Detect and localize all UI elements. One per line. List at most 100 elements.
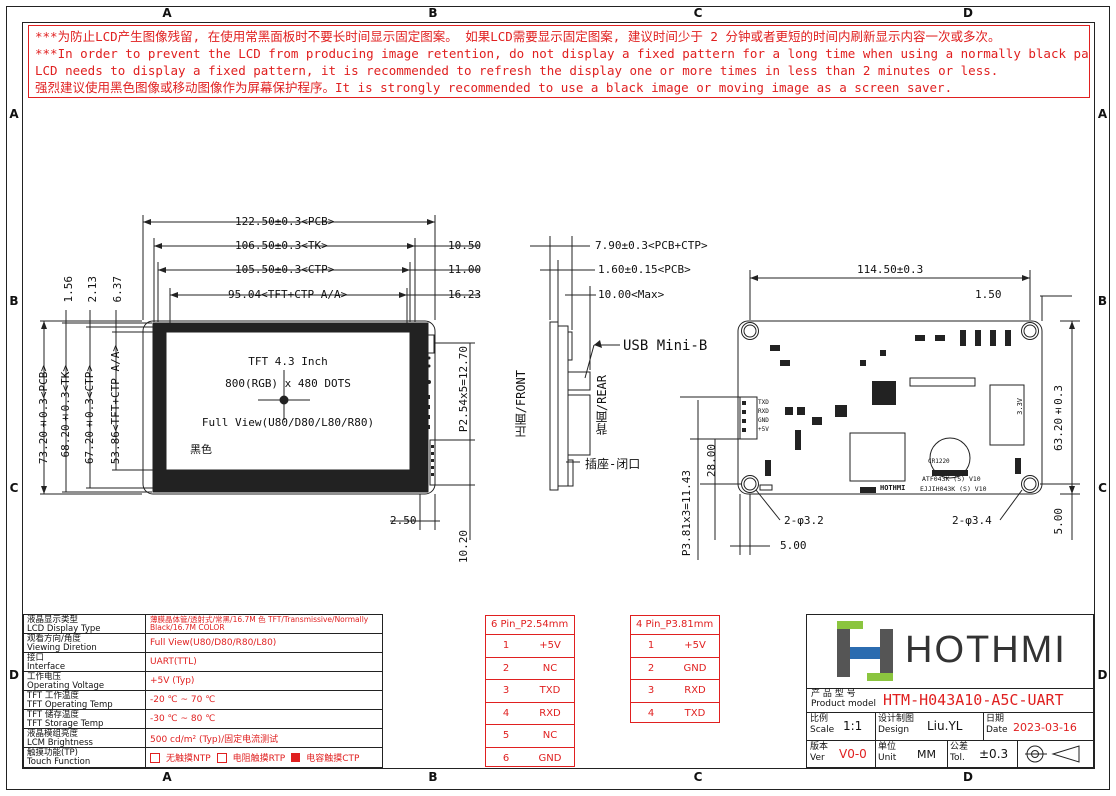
coin-battery	[929, 437, 971, 479]
dim-front-ctp-height: 67.20±0.3<CTP>	[83, 365, 96, 465]
dim-front-2-50: 2.50	[390, 514, 417, 527]
unit-label-cn: 单位	[878, 742, 897, 752]
zone-right-b: B	[1097, 294, 1108, 308]
usb-mini-b-label: USB Mini-B	[623, 338, 708, 354]
silkscreen-line-2: EJJIH043K (S) V10	[920, 485, 987, 493]
rear-cap-label: 3.3V	[1016, 398, 1024, 415]
rear-brand-label: HOTHMI	[880, 484, 906, 492]
front-view-label: 正面/FRONT	[514, 370, 528, 438]
drawing-canvas	[40, 215, 1080, 560]
logo-area: HOTHMI	[807, 615, 1093, 689]
zone-right-a: A	[1097, 107, 1108, 121]
zone-left-a: A	[9, 107, 19, 121]
tol-label-en: Tol.	[950, 753, 965, 763]
warning-line-2: ***In order to prevent the LCD from prod…	[35, 46, 1090, 61]
dim-front-16-23: 16.23	[448, 288, 482, 301]
dim-front-ctp-width: 105.50±0.3<CTP>	[235, 263, 335, 276]
dim-rear-5-00-h: 5.00	[780, 539, 807, 552]
pin6-title: 6 Pin_P2.54mm	[486, 616, 574, 635]
dim-side-max: 10.00<Max>	[598, 288, 665, 301]
zone-top-c: C	[693, 6, 703, 20]
dim-front-pcb-width: 122.50±0.3<PCB>	[235, 215, 335, 228]
dim-front-2-13: 2.13	[86, 276, 99, 303]
drawing-outer-frame	[6, 6, 1110, 790]
touch-rtp-checkbox	[216, 752, 227, 763]
unit-value: MM	[917, 748, 936, 761]
zone-bottom-b: B	[428, 770, 438, 784]
dim-front-pin-pitch: P2.54x5=12.70	[457, 346, 470, 433]
zone-top-b: B	[428, 6, 438, 20]
ver-value: V0-0	[839, 747, 867, 761]
date-label-en: Date	[986, 725, 1008, 735]
title-block: HOTHMI 产 品 型 号 Product model HTM-H043A10…	[806, 614, 1094, 768]
dim-front-aa-height: 53.86<TFT+CTP A/A>	[109, 345, 122, 465]
design-label-en: Design	[878, 725, 910, 735]
tol-label-cn: 公差	[950, 742, 969, 752]
rear-pcb-outline	[737, 320, 1043, 495]
spec-row: 触摸功能(TP)Touch Function 无触摸NTP 电阻触摸RTP 电容…	[24, 748, 382, 767]
side-pcb	[549, 321, 559, 491]
touch-ctp-label: 电容触摸CTP	[306, 754, 360, 764]
scale-label-en: Scale	[810, 725, 835, 735]
dim-front-aa-width: 95.04<TFT+CTP A/A>	[228, 288, 348, 301]
dim-front-tk-width: 106.50±0.3<TK>	[235, 239, 328, 252]
dim-rear-28-00: 28.00	[705, 444, 718, 478]
front-pcb-outline	[142, 320, 436, 495]
zone-left-b: B	[9, 294, 19, 308]
touch-ctp-checkbox	[291, 753, 301, 762]
dim-front-pcb-height: 73.20±0.3<PCB>	[37, 365, 50, 465]
dim-front-10-50: 10.50	[448, 239, 482, 252]
black-color-label: 黑色	[190, 443, 212, 456]
dim-rear-5-00-v: 5.00	[1052, 508, 1065, 535]
zone-left-d: D	[9, 668, 19, 682]
ver-label-cn: 版本	[810, 742, 829, 752]
rear-uart-connector	[739, 396, 758, 440]
zone-top-d: D	[963, 6, 973, 20]
rear-view-label: 背面/REAR	[595, 375, 609, 436]
unit-label-en: Unit	[878, 753, 897, 763]
tol-value: ±0.3	[979, 747, 1009, 761]
dim-side-total: 7.90±0.3<PCB+CTP>	[595, 239, 708, 252]
design-label-cn: 设计制图	[878, 714, 915, 724]
model-label-en: Product model	[811, 699, 877, 709]
touch-rtp-label: 电阻触摸RTP	[232, 754, 286, 764]
scale-value: 1:1	[843, 719, 863, 733]
warning-line-1: ***为防止LCD产生图像残留, 在使用常黑面板时不要长时间显示固定图案。 如果…	[35, 29, 1001, 44]
dim-front-1-56: 1.56	[62, 276, 75, 303]
table-row: 1+5V	[631, 635, 719, 658]
rear-uart-pin-labels: TXD RXD GND +5V	[758, 399, 769, 433]
date-label-cn: 日期	[986, 714, 1005, 724]
zone-bottom-c: C	[693, 770, 703, 784]
dim-front-10-20: 10.20	[457, 530, 470, 564]
screen-resolution-text: 800(RGB) x 480 DOTS	[225, 377, 351, 390]
drawing-inner-frame	[22, 22, 1095, 769]
warning-line-3: LCD needs to display a fixed pattern, it…	[35, 63, 999, 78]
ver-label-en: Ver	[810, 753, 825, 763]
dim-rear-hole-span: 114.50±0.3	[857, 263, 924, 276]
scale-row: 比例 Scale 1:1 设计制图 Design Liu.YL 日期 Date …	[807, 712, 1093, 741]
scale-label-cn: 比例	[810, 714, 829, 724]
dim-front-6-37: 6.37	[111, 276, 124, 303]
socket-label: 插座-闭口	[585, 457, 641, 471]
dim-front-tk-height: 68.20±0.3<TK>	[59, 365, 72, 458]
zone-bottom-a: A	[162, 770, 172, 784]
dim-side-pcb: 1.60±0.15<PCB>	[598, 263, 691, 276]
projection-symbol-icon	[1025, 745, 1080, 763]
pin4-title: 4 Pin_P3.81mm	[631, 616, 719, 635]
touch-ntp-label: 无触摸NTP	[166, 754, 211, 764]
battery-label: CR1220	[928, 458, 950, 465]
warning-line-4: 强烈建议使用黑色图像或移动图像作为屏幕保护程序。It is strongly r…	[35, 80, 953, 95]
